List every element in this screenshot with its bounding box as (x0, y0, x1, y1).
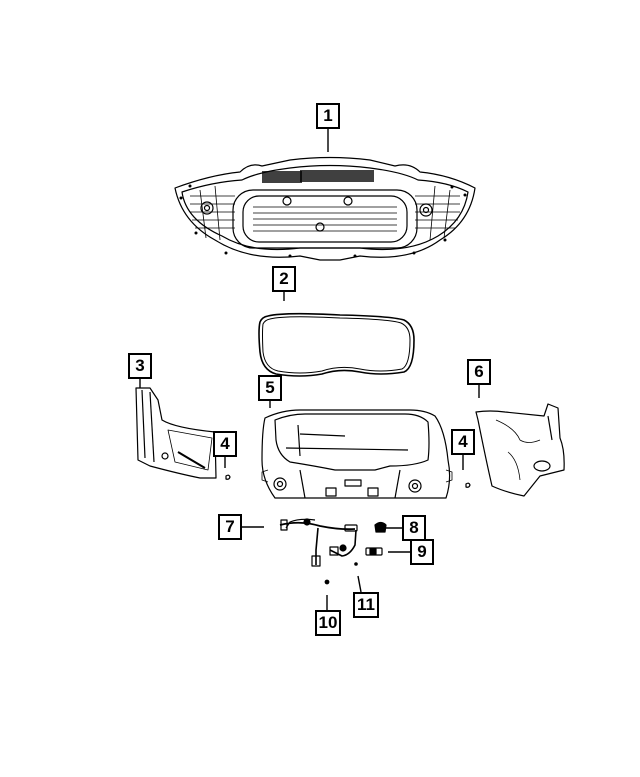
callout-liftgate-inner-panel[interactable]: 1 (316, 103, 340, 129)
part-5-liftgate-opening-trim (261, 409, 453, 499)
part-10-clip (324, 579, 330, 585)
callout-right-trim-panel[interactable]: 6 (467, 359, 491, 385)
callout-liftgate-opening-trim[interactable]: 5 (258, 375, 282, 401)
callout-clip[interactable]: 10 (315, 610, 341, 636)
callout-wiring-harness[interactable]: 7 (218, 514, 242, 540)
callout-fastener-small[interactable]: 11 (353, 592, 379, 618)
part-7-wiring-harness (279, 518, 358, 567)
part-9-bracket (365, 547, 383, 556)
leader-lines (139, 129, 480, 610)
callout-liftgate-seal[interactable]: 2 (272, 266, 296, 292)
callout-left-trim-panel[interactable]: 3 (128, 353, 152, 379)
part-2-liftgate-seal (258, 312, 415, 377)
callout-bracket-connector[interactable]: 9 (410, 539, 434, 565)
part-3-left-trim-panel (135, 387, 217, 479)
part-11-fastener (354, 562, 358, 566)
callout-fastener-right[interactable]: 4 (451, 429, 475, 455)
part-4-fasteners (225, 474, 471, 488)
callout-grommet[interactable]: 8 (402, 515, 426, 541)
part-1-liftgate-inner-panel (174, 156, 476, 261)
callout-fastener-left[interactable]: 4 (213, 431, 237, 457)
part-8-grommet (374, 521, 387, 533)
part-6-right-trim-panel (475, 403, 565, 497)
